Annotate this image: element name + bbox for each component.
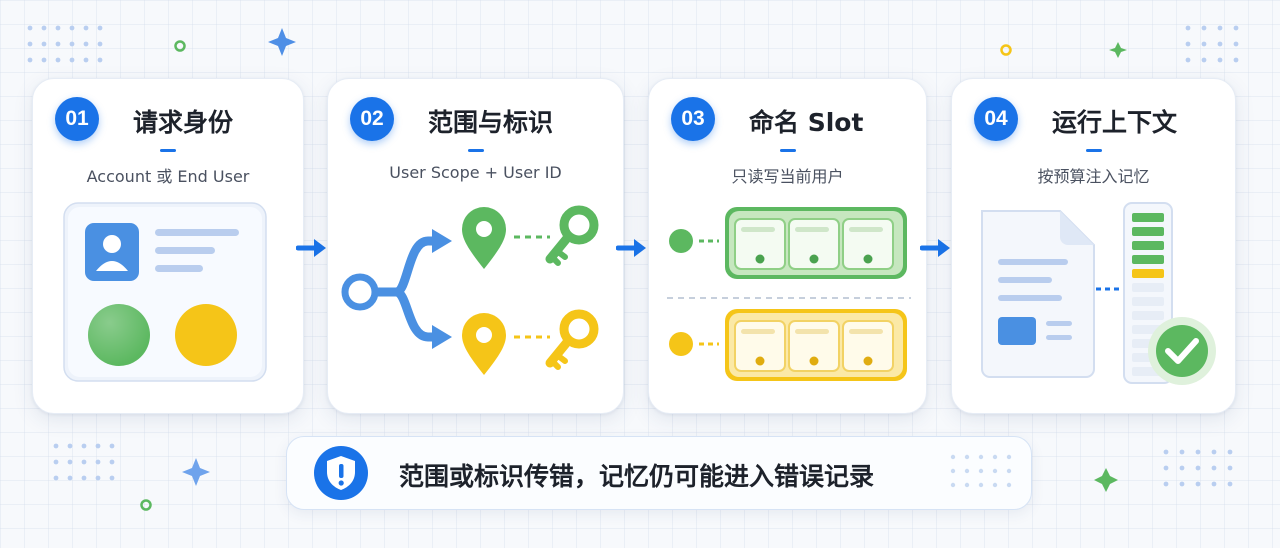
warning-banner: 范围或标识传错，记忆仍可能进入错误记录: [286, 436, 1032, 510]
slot-drawers-illustration: [667, 207, 911, 381]
warning-text: 范围或标识传错，记忆仍可能进入错误记录: [399, 462, 875, 491]
title-underline: [468, 149, 484, 152]
step-title: 请求身份: [133, 108, 234, 137]
arrow-right-icon: [296, 239, 326, 257]
title-underline: [1086, 149, 1102, 152]
shield-alert-icon: [314, 446, 368, 500]
step-title: 范围与标识: [428, 108, 554, 137]
step-card-runtime-context: 04 运行上下文 按预算注入记忆: [951, 78, 1236, 414]
title-underline: [160, 149, 176, 152]
step-subtitle: 只读写当前用户: [731, 167, 844, 186]
branch-arrows-icon: [367, 236, 443, 342]
step-title: 运行上下文: [1052, 108, 1178, 137]
step-subtitle: User Scope + User ID: [389, 163, 562, 182]
yellow-location-pin-icon: [462, 313, 506, 375]
dot-grid-decoration: [950, 454, 1012, 488]
user-avatar-icon: [85, 223, 139, 281]
title-underline: [780, 149, 796, 152]
step-card-named-slot: 03 命名 Slot 只读写当前用户: [648, 78, 927, 414]
arrow-right-icon: [920, 239, 950, 257]
green-location-pin-icon: [462, 207, 506, 269]
step-subtitle: 按预算注入记忆: [1037, 167, 1150, 186]
step-number-badge: 04: [974, 97, 1018, 141]
yellow-key-icon: [545, 309, 599, 370]
green-slot-drawers-icon: [725, 207, 907, 279]
step-card-scope-and-id: 02 范围与标识 User Scope + User ID: [327, 78, 624, 414]
step-number-badge: 03: [671, 97, 715, 141]
yellow-slot-drawers-icon: [725, 309, 907, 381]
green-key-icon: [545, 205, 599, 266]
checkmark-badge-icon: [1148, 317, 1216, 385]
step-subtitle: Account 或 End User: [86, 167, 250, 186]
step-number-badge: 02: [350, 97, 394, 141]
step-card-request-identity: 01 请求身份 Account 或 End User: [32, 78, 304, 414]
document-icon: [981, 210, 1095, 378]
identity-card-illustration: [63, 202, 267, 382]
yellow-circle-icon: [175, 304, 237, 366]
arrow-right-icon: [616, 239, 646, 257]
step-title: 命名 Slot: [749, 108, 864, 137]
step-number-badge: 01: [55, 97, 99, 141]
context-budget-illustration: [981, 202, 1216, 385]
branching-routes-illustration: [341, 205, 599, 375]
